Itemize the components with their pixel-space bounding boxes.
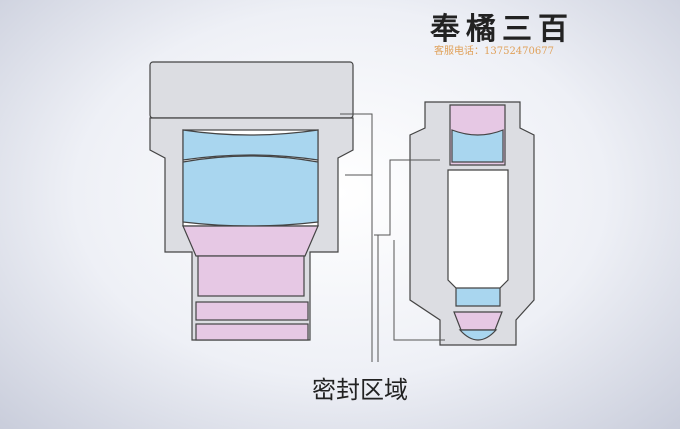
contact-phone: 客服电话：13752470677 xyxy=(434,46,554,57)
seal-leader-lines xyxy=(340,113,445,362)
left-lens-cross-section xyxy=(149,61,354,341)
right-lens-cross-section xyxy=(409,101,535,346)
seal-area-caption: 密封区域 xyxy=(312,376,408,404)
brand-logo: 奉橘三百 xyxy=(430,12,574,47)
